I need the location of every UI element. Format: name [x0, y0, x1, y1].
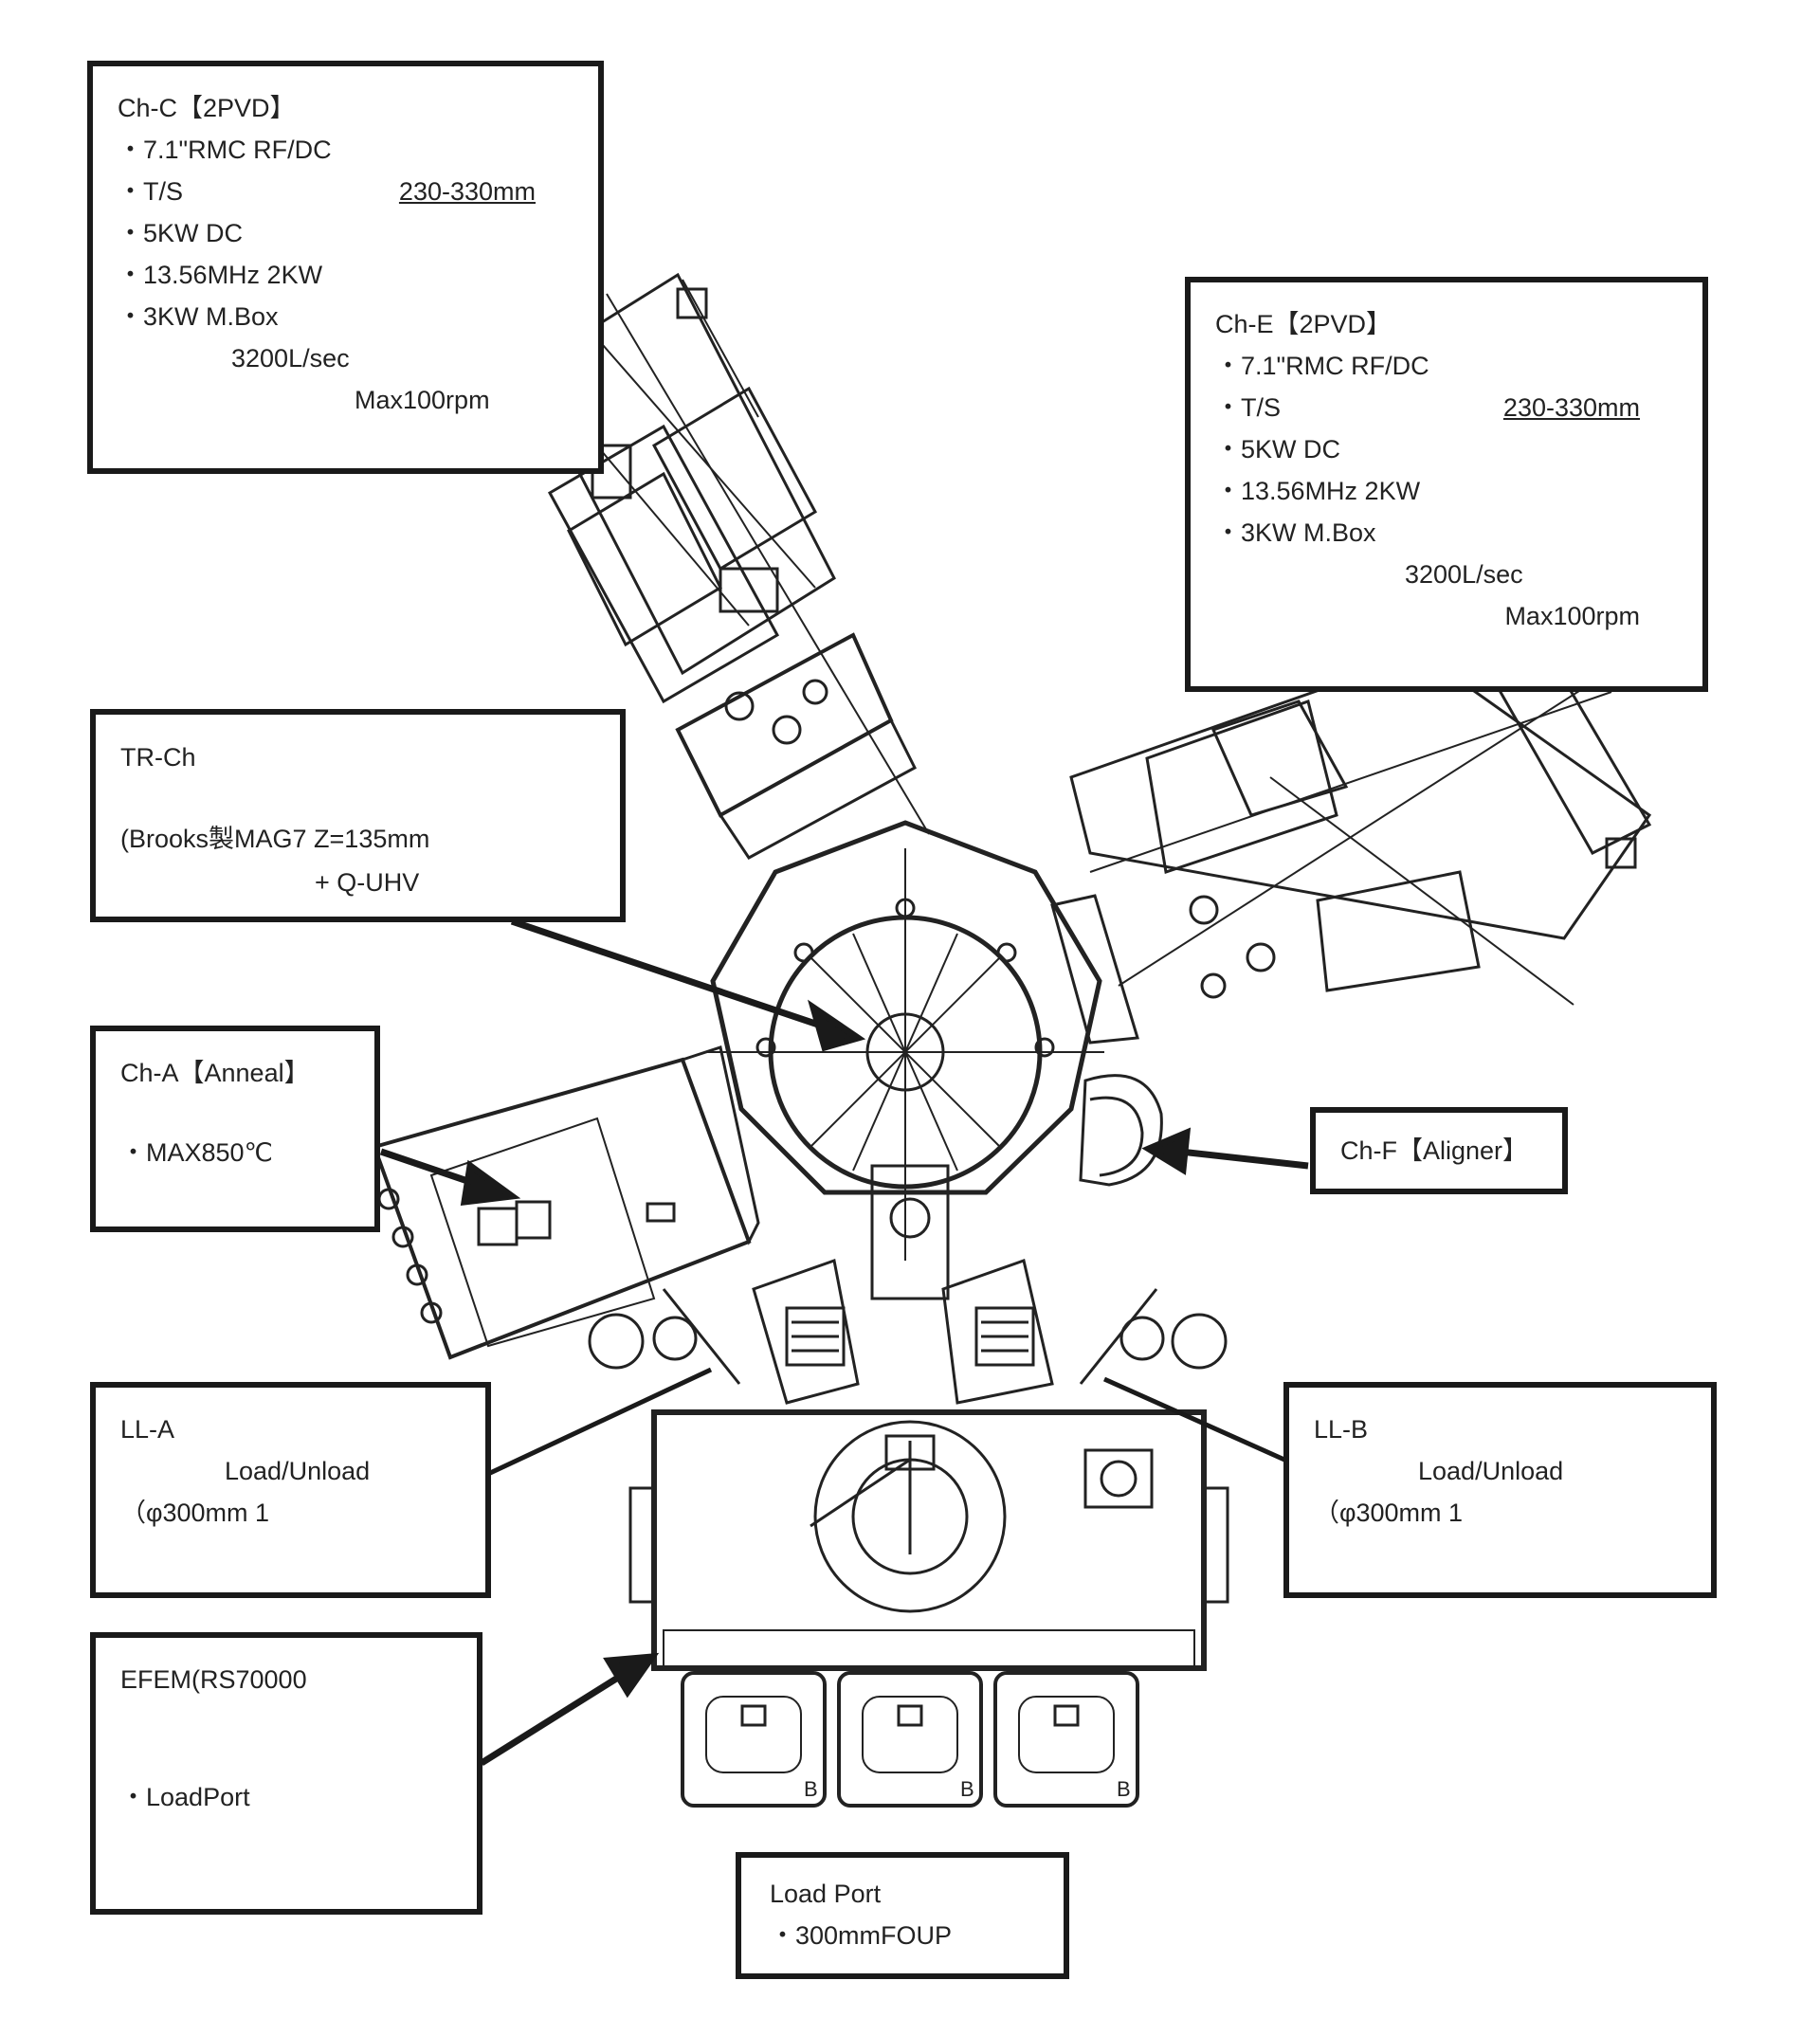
ll-b-spec-wafer: （φ300mm 1: [1314, 1499, 1464, 1527]
ch-e-spec-ts-value: 230-330mm: [1502, 393, 1640, 422]
ch-a-spec-temp: ・MAX850℃: [120, 1138, 273, 1167]
ch-f-title: Ch-F【Aligner】: [1340, 1136, 1529, 1165]
ch-a-leader-arrow: [379, 1148, 521, 1207]
load-port-1-label: B: [804, 1777, 818, 1801]
ch-a-title: Ch-A【Anneal】: [120, 1059, 310, 1087]
efem-callout: EFEM(RS70000 ・LoadPort: [90, 1632, 482, 1915]
ch-c-spec-rotation: Max100rpm: [355, 386, 490, 414]
tr-ch-leader-arrow: [510, 918, 866, 1052]
efem-title: EFEM(RS70000: [120, 1665, 307, 1694]
load-port-2-label: B: [960, 1777, 974, 1801]
tr-ch-callout: TR-Ch (Brooks製MAG7 Z=135mm + Q-UHV: [90, 709, 626, 922]
ll-b-leader-arrow: [1102, 1376, 1286, 1463]
ll-a-callout: LL-A Load/Unload （φ300mm 1: [90, 1382, 491, 1598]
load-port-spec-foup: ・300mmFOUP: [770, 1921, 953, 1950]
ll-a-title: LL-A: [120, 1415, 175, 1444]
ch-e-spec-mbox: ・3KW M.Box: [1215, 518, 1376, 547]
transfer-chamber: [706, 820, 1104, 1261]
ch-e-spec-rmc: ・7.1"RMC RF/DC: [1215, 352, 1429, 380]
ch-e-spec-pump: 3200L/sec: [1405, 560, 1523, 589]
ch-c-callout: Ch-C【2PVD】 ・7.1"RMC RF/DC ・T/S 230-330mm…: [87, 61, 604, 474]
ll-b-title: LL-B: [1314, 1415, 1369, 1444]
chamber-c-drawing: [492, 272, 930, 860]
ch-e-spec-rf: ・13.56MHz 2KW: [1215, 477, 1421, 505]
load-port-callout: Load Port ・300mmFOUP: [736, 1852, 1069, 1979]
ch-c-spec-pump: 3200L/sec: [231, 344, 350, 373]
ch-e-spec-rotation: Max100rpm: [1504, 602, 1640, 630]
ch-e-spec-dc: ・5KW DC: [1215, 435, 1341, 463]
ch-f-leader-arrow: [1141, 1127, 1309, 1175]
ch-c-spec-rmc: ・7.1"RMC RF/DC: [118, 136, 332, 164]
ch-c-title: Ch-C【2PVD】: [118, 94, 296, 122]
load-port-drawing: [681, 1671, 1139, 1808]
tr-ch-spec-pump: + Q-UHV: [315, 868, 420, 897]
efem-leader-arrow: [480, 1652, 660, 1766]
ll-a-leader-arrow: [486, 1367, 713, 1477]
ch-e-callout: Ch-E【2PVD】 ・7.1"RMC RF/DC ・T/S 230-330mm…: [1185, 277, 1708, 692]
ll-a-spec-load: Load/Unload: [225, 1457, 371, 1485]
chamber-e-drawing: [1050, 652, 1652, 1045]
ll-a-spec-wafer: （φ300mm 1: [120, 1499, 270, 1527]
ch-e-spec-ts: ・T/S: [1215, 393, 1282, 422]
tr-ch-spec-robot: (Brooks製MAG7 Z=135mm: [120, 825, 430, 853]
efem-spec-loadport: ・LoadPort: [120, 1783, 250, 1811]
ch-a-callout: Ch-A【Anneal】 ・MAX850℃: [90, 1026, 380, 1232]
ll-b-callout: LL-B Load/Unload （φ300mm 1: [1283, 1382, 1717, 1598]
ch-c-spec-dc: ・5KW DC: [118, 219, 244, 247]
chamber-a-drawing: [372, 1045, 760, 1360]
chamber-f-drawing: [1079, 1074, 1163, 1187]
efem-drawing: [628, 1409, 1229, 1671]
load-lock-drawing: [588, 1164, 1228, 1405]
ch-c-spec-ts: ・T/S: [118, 177, 184, 206]
ch-f-callout: Ch-F【Aligner】: [1310, 1107, 1568, 1194]
load-port-title: Load Port: [770, 1880, 882, 1908]
ch-e-title: Ch-E【2PVD】: [1215, 310, 1392, 338]
tr-ch-title: TR-Ch: [120, 743, 196, 772]
ch-c-spec-mbox: ・3KW M.Box: [118, 302, 279, 331]
ll-b-spec-load: Load/Unload: [1418, 1457, 1564, 1485]
load-port-3-label: B: [1117, 1777, 1131, 1801]
ch-c-spec-rf: ・13.56MHz 2KW: [118, 261, 323, 289]
ch-c-spec-ts-value: 230-330mm: [398, 177, 536, 206]
